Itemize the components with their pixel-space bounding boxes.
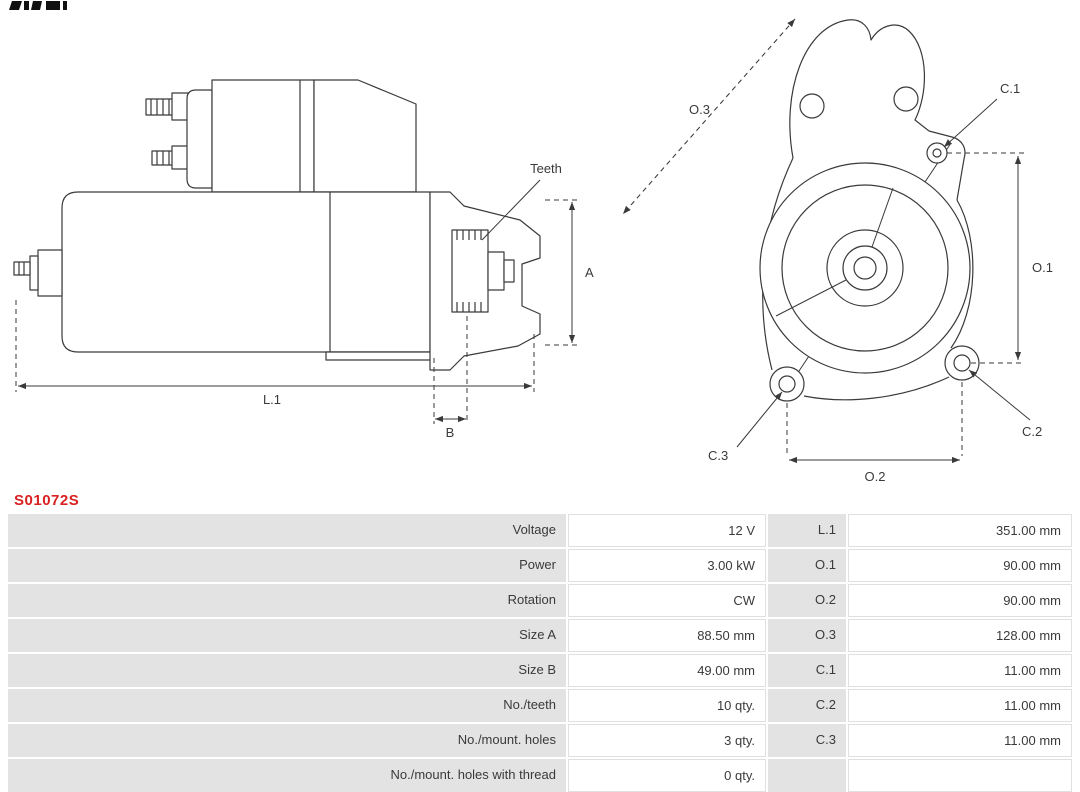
top-bracket bbox=[789, 19, 930, 159]
leader-c2 bbox=[968, 369, 1031, 421]
spec-label: Rotation bbox=[8, 584, 566, 617]
brand-logo bbox=[9, 1, 67, 10]
drive-housing-top bbox=[313, 79, 417, 193]
dim-label-o2: O.2 bbox=[865, 469, 886, 484]
dim-value: 11.00 mm bbox=[848, 654, 1072, 687]
body-terminal bbox=[13, 249, 63, 297]
spec-label: No./teeth bbox=[8, 689, 566, 722]
dim-label-c2: C.2 bbox=[1022, 424, 1042, 439]
dim-label-b: B bbox=[446, 425, 455, 440]
dim-value: 11.00 mm bbox=[848, 724, 1072, 757]
solenoid-body bbox=[211, 79, 315, 193]
spec-value: 12 V bbox=[568, 514, 766, 547]
solenoid-cap bbox=[186, 89, 213, 189]
motor-body bbox=[61, 191, 431, 353]
side-view-dimensions bbox=[15, 179, 578, 424]
spec-value: 3.00 kW bbox=[568, 549, 766, 582]
dim-value bbox=[848, 759, 1072, 792]
motor-foot bbox=[325, 351, 433, 361]
mount-hole-c3 bbox=[778, 375, 796, 393]
spec-value: CW bbox=[568, 584, 766, 617]
dim-code: C.1 bbox=[768, 654, 846, 687]
spec-value: 0 qty. bbox=[568, 759, 766, 792]
solenoid-terminal-studs bbox=[145, 92, 189, 170]
spec-value: 3 qty. bbox=[568, 724, 766, 757]
spec-value: 10 qty. bbox=[568, 689, 766, 722]
dim-label-c1: C.1 bbox=[1000, 81, 1020, 96]
dim-label-o3: O.3 bbox=[689, 102, 710, 117]
dim-label-o1: O.1 bbox=[1032, 260, 1053, 275]
dim-code: O.3 bbox=[768, 619, 846, 652]
spec-label: Size B bbox=[8, 654, 566, 687]
dim-code bbox=[768, 759, 846, 792]
specifications-table: Voltage 12 V L.1 351.00 mm Power 3.00 kW… bbox=[8, 514, 1072, 792]
dim-code: C.2 bbox=[768, 689, 846, 722]
front-view-drawing bbox=[759, 19, 980, 402]
spec-label: No./mount. holes bbox=[8, 724, 566, 757]
teeth-leader-line bbox=[481, 179, 541, 241]
side-view-labels: Teeth A L.1 B bbox=[263, 161, 594, 440]
mount-hole-c2 bbox=[953, 354, 971, 372]
spec-label: Size A bbox=[8, 619, 566, 652]
pinion-gear bbox=[451, 229, 515, 313]
leader-c1 bbox=[943, 98, 998, 148]
dim-value: 128.00 mm bbox=[848, 619, 1072, 652]
starter-motor-drawing: Teeth A L.1 B bbox=[9, 1, 1053, 484]
spec-label: No./mount. holes with thread bbox=[8, 759, 566, 792]
dim-value: 90.00 mm bbox=[848, 549, 1072, 582]
dim-label-l1: L.1 bbox=[263, 392, 281, 407]
dim-code: O.2 bbox=[768, 584, 846, 617]
dim-line-o3 bbox=[622, 18, 796, 215]
dim-value: 90.00 mm bbox=[848, 584, 1072, 617]
dim-label-c3: C.3 bbox=[708, 448, 728, 463]
side-view-drawing bbox=[13, 79, 541, 371]
dim-code: L.1 bbox=[768, 514, 846, 547]
spec-label: Power bbox=[8, 549, 566, 582]
dim-code: C.3 bbox=[768, 724, 846, 757]
part-number: S01072S bbox=[14, 492, 80, 509]
front-view-labels: O.3 C.1 O.1 C.2 C.3 O.2 bbox=[689, 81, 1053, 484]
dim-label-teeth: Teeth bbox=[530, 161, 562, 176]
leader-c3 bbox=[736, 391, 783, 448]
technical-drawing-area: Teeth A L.1 B bbox=[9, 1, 1053, 484]
ear-hole-right bbox=[893, 86, 919, 112]
dim-value: 351.00 mm bbox=[848, 514, 1072, 547]
dim-value: 11.00 mm bbox=[848, 689, 1072, 722]
dim-code: O.1 bbox=[768, 549, 846, 582]
ear-hole-left bbox=[799, 93, 825, 119]
spec-value: 88.50 mm bbox=[568, 619, 766, 652]
front-view-dimensions bbox=[622, 18, 1031, 464]
spec-value: 49.00 mm bbox=[568, 654, 766, 687]
dim-label-a: A bbox=[585, 265, 594, 280]
spec-label: Voltage bbox=[8, 514, 566, 547]
shaft-center-hole bbox=[853, 256, 877, 280]
